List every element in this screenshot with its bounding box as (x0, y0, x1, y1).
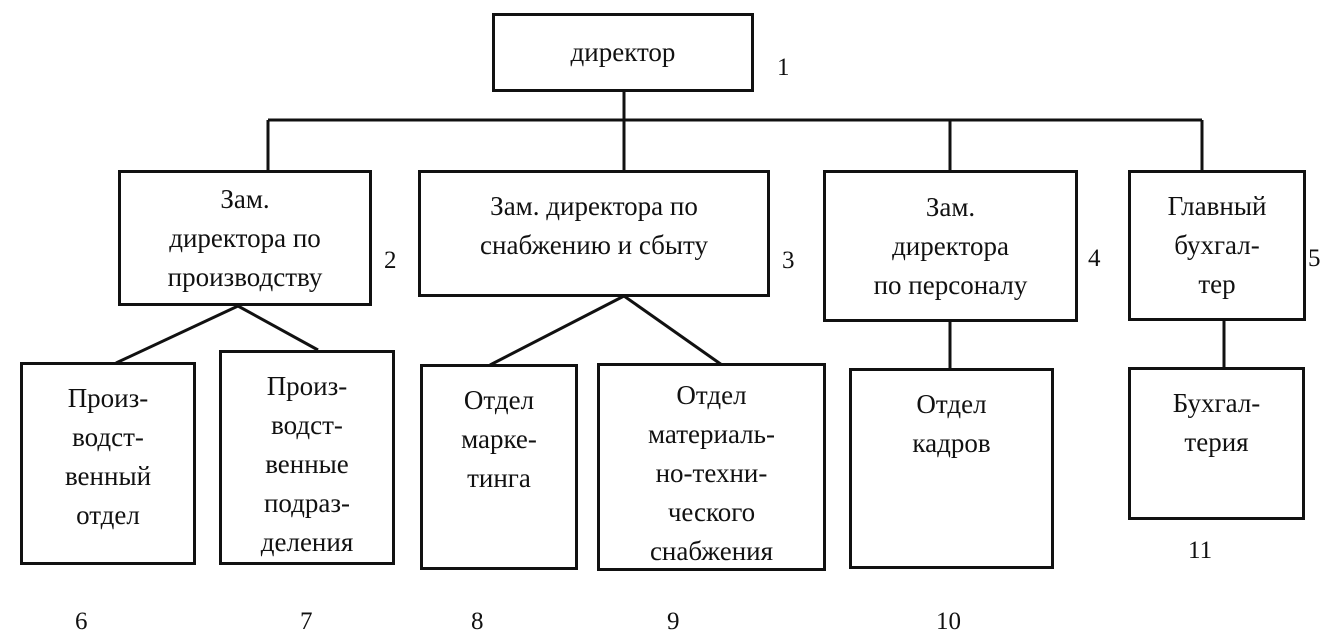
node-number-personnel: 10 (936, 608, 961, 635)
node-text-line: Произ- (67, 383, 149, 413)
node-personnel: Отдел кадров (849, 368, 1054, 569)
node-text-line: производству (167, 261, 323, 292)
node-text-line: венные (265, 449, 349, 479)
node-text-line: терия (1184, 427, 1249, 457)
node-text-line: Зам. директора по (490, 191, 698, 221)
node-logistics: Отдел материаль-но-техни-ческого снабжения (597, 363, 826, 571)
node-accounting: Бухгал-терия (1128, 367, 1305, 520)
node-number-accounting: 11 (1188, 537, 1213, 564)
node-number-chief-acc: 5 (1308, 245, 1321, 272)
node-number-dep-supply: 3 (782, 247, 795, 274)
node-text-line: Зам. (220, 183, 270, 214)
node-text-line: водст- (271, 410, 343, 440)
node-dep-supply: Зам. директора по снабжению и сбыту (418, 170, 770, 297)
node-text-line: венный (64, 461, 152, 491)
node-text-line: тинга (467, 463, 531, 493)
node-text-line: Отдел (916, 389, 987, 419)
node-number-dep-prod: 2 (384, 247, 397, 274)
node-number-dep-hr: 4 (1088, 245, 1101, 272)
node-number-prod-dept: 6 (75, 608, 88, 635)
node-text-line: Отдел (463, 385, 535, 415)
node-dep-prod: Зам. директора по производству (118, 170, 372, 306)
node-text-line: директора по (169, 222, 321, 253)
node-text-line: снабжения (649, 536, 774, 566)
node-text-line: кадров (912, 428, 991, 458)
connector-prod-to-prod-dept (115, 304, 239, 365)
connector-prod-to-prod-units (237, 304, 319, 352)
node-number-prod-units: 7 (300, 608, 313, 635)
node-text-line: Бухгал- (1172, 388, 1261, 418)
node-text-line: но-техни- (655, 458, 768, 488)
node-prod-dept: Произ-водст-венный отдел (20, 362, 196, 565)
node-text-line: снабжению и сбыту (480, 230, 708, 260)
connector-supply-to-marketing (489, 294, 625, 367)
node-dep-hr: Зам. директора по персоналу (823, 170, 1078, 322)
node-number-logistics: 9 (667, 608, 680, 635)
node-text-line: директора (892, 230, 1009, 261)
node-chief-acc: Главный бухгал-тер (1128, 170, 1306, 321)
node-text-line: отдел (76, 500, 140, 530)
node-text-line: директор (570, 37, 676, 67)
node-text-line: Отдел (676, 380, 747, 410)
node-text-line: Главный (1167, 191, 1267, 221)
node-director: директор (492, 13, 754, 92)
connector-supply-to-logistics (623, 294, 723, 367)
node-text-line: Произ- (266, 371, 348, 401)
node-text-line: деления (260, 527, 354, 557)
node-text-line: водст- (72, 422, 144, 452)
node-text-line: по персоналу (873, 269, 1028, 300)
node-text-line: подраз- (263, 488, 351, 518)
node-text-line: Зам. (925, 191, 976, 222)
node-prod-units: Произ-водст-венные подраз-деления (219, 350, 395, 565)
node-text-line: тер (1198, 269, 1236, 299)
node-number-marketing: 8 (471, 608, 484, 635)
node-number-director: 1 (777, 54, 790, 81)
node-marketing: Отдел марке-тинга (420, 364, 578, 570)
node-text-line: бухгал- (1174, 230, 1260, 260)
node-text-line: материаль- (648, 419, 775, 449)
node-text-line: марке- (461, 424, 537, 454)
node-text-line: ческого (667, 497, 756, 527)
